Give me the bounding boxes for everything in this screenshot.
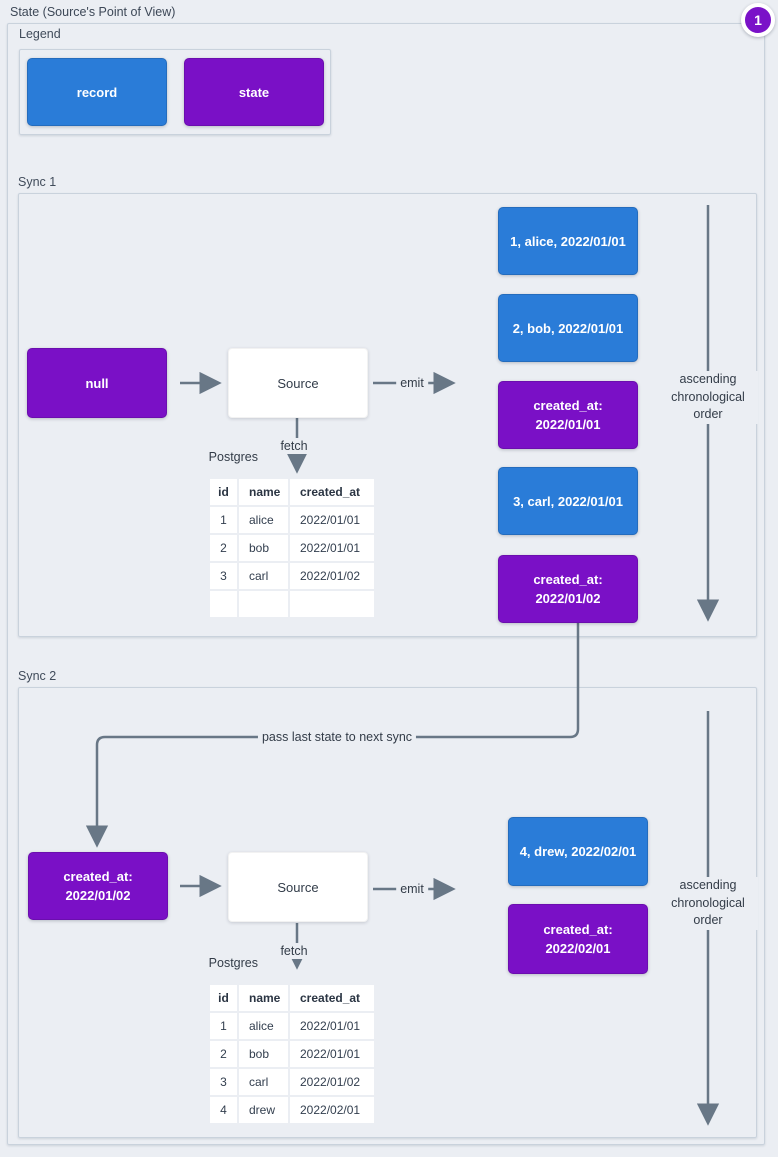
sync1-state-1: created_at: 2022/01/01 — [498, 381, 638, 449]
table-row: 3 carl 2022/01/02 — [210, 563, 374, 589]
page-title: State (Source's Point of View) — [10, 5, 176, 19]
sync2-record-1: 4, drew, 2022/02/01 — [508, 817, 648, 886]
table-row: 1 alice 2022/01/01 — [210, 507, 374, 533]
sync1-record-1: 1, alice, 2022/01/01 — [498, 207, 638, 275]
diagram-outer-box — [7, 23, 765, 1145]
table-row: 3 carl 2022/01/02 — [210, 1069, 374, 1095]
sync2-fetch-label: fetch — [276, 943, 312, 959]
sync2-label: Sync 2 — [18, 669, 57, 683]
sync2-state-1: created_at: 2022/02/01 — [508, 904, 648, 974]
table-row: 2 bob 2022/01/01 — [210, 535, 374, 561]
sync1-postgres-label: Postgres — [208, 450, 258, 464]
sync2-source-node: Source — [228, 852, 368, 922]
legend-box — [19, 49, 331, 135]
sync2-order-label: ascending chronological order — [658, 877, 758, 930]
pass-last-state-label: pass last state to next sync — [257, 729, 417, 745]
sync1-postgres-table: id name created_at 1 alice 2022/01/01 2 … — [208, 477, 376, 619]
sync2-postgres-table: id name created_at 1 alice 2022/01/01 2 … — [208, 983, 376, 1125]
sync1-input-state-node: null — [27, 348, 167, 418]
table-row: 2 bob 2022/01/01 — [210, 1041, 374, 1067]
sync1-state-2: created_at: 2022/01/02 — [498, 555, 638, 623]
table-row: 1 alice 2022/01/01 — [210, 1013, 374, 1039]
table-row: 4 drew 2022/02/01 — [210, 1097, 374, 1123]
sync1-order-label: ascending chronological order — [658, 371, 758, 424]
sync1-emit-label: emit — [396, 375, 428, 391]
table-header-row: id name created_at — [210, 985, 374, 1011]
table-header-row: id name created_at — [210, 479, 374, 505]
sync2-postgres-label: Postgres — [208, 956, 258, 970]
sync1-fetch-label: fetch — [276, 438, 312, 454]
sync2-emit-label: emit — [396, 881, 428, 897]
sync1-record-2: 2, bob, 2022/01/01 — [498, 294, 638, 362]
legend-record-swatch: record — [27, 58, 167, 126]
sync1-label: Sync 1 — [18, 175, 57, 189]
sync2-input-state-node: created_at: 2022/01/02 — [28, 852, 168, 920]
sync1-record-3: 3, carl, 2022/01/01 — [498, 467, 638, 535]
sync1-source-node: Source — [228, 348, 368, 418]
table-row-empty — [210, 591, 374, 617]
step-badge: 1 — [741, 3, 775, 37]
legend-state-swatch: state — [184, 58, 324, 126]
legend-label: Legend — [19, 27, 61, 41]
